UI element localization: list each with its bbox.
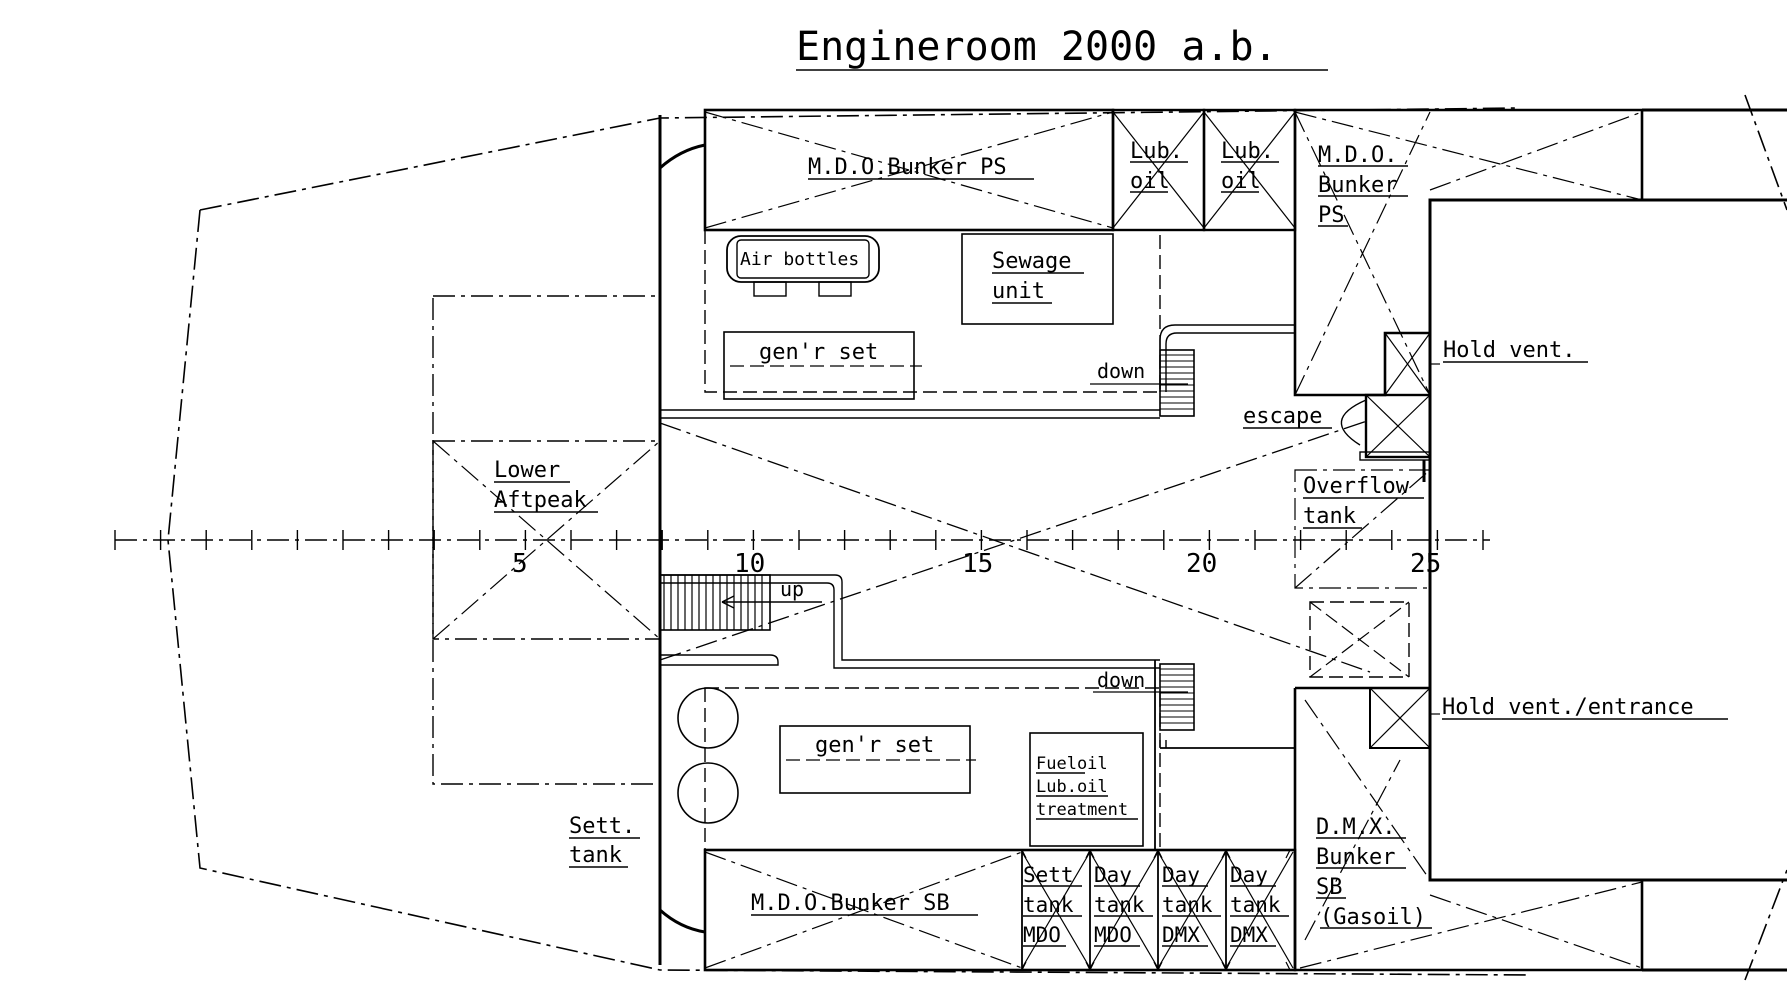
genr-set-sb-label: gen'r set (815, 733, 934, 758)
mdo-bunker-ps-fwd-label-1: M.D.O. (1318, 143, 1397, 168)
air-bottles-label: Air bottles (740, 249, 859, 270)
lub-oil-2-label-2: oil (1221, 169, 1261, 194)
frame-number-20: 20 (1186, 549, 1217, 579)
bulkhead-curve-ps (658, 143, 706, 170)
lub-oil-tanks (1111, 108, 1297, 232)
dmx-bunker-sb (1293, 688, 1644, 972)
escape-label: escape (1243, 404, 1322, 429)
day-tank-dmx-1-label-3: DMX (1162, 923, 1200, 947)
stair-sb (1093, 663, 1195, 748)
dmx-bunker-sb-label-4: (Gasoil) (1320, 905, 1426, 930)
lower-aftpeak-label-2: Aftpeak (494, 488, 587, 513)
day-tank-dmx-2-label-1: Day (1230, 863, 1268, 887)
frame-ticks (114, 530, 1484, 550)
dmx-bunker-sb-label-3: SB (1316, 875, 1343, 900)
frame-number-25: 25 (1410, 549, 1441, 579)
lub-oil-2-label-1: Lub. (1221, 139, 1274, 164)
day-tank-mdo-label-3: MDO (1094, 923, 1132, 947)
dashed-vent-box (1309, 601, 1410, 678)
day-tank-dmx-2-label-3: DMX (1230, 923, 1268, 947)
stair-ps (1090, 324, 1295, 417)
sett-tank-label-2: tank (569, 843, 622, 868)
day-tank-dmx-1-label-1: Day (1162, 863, 1200, 887)
day-tank-mdo-label-1: Day (1094, 863, 1132, 887)
sb-bunker-area (703, 660, 1297, 972)
hold-vent-label: Hold vent. (1443, 338, 1575, 363)
sett-tank-mdo-label-2: tank (1023, 893, 1074, 917)
day-tank-dmx-2-label-2: tank (1230, 893, 1281, 917)
sewage-unit-label-2: unit (992, 279, 1045, 304)
overflow-tank-label-1: Overflow (1303, 474, 1410, 499)
lub-oil-1-label-2: oil (1130, 169, 1170, 194)
hull-outline (167, 94, 1787, 981)
tank-circle-1 (677, 687, 739, 749)
day-tanks (1021, 849, 1294, 971)
hold-vent-ps (1384, 332, 1440, 396)
fueloil-label-2: Lub.oil (1036, 777, 1108, 797)
overflow-tank (1294, 469, 1431, 589)
up-label: up (780, 577, 804, 601)
tank-circle-2 (677, 762, 739, 824)
day-tank-mdo-label-2: tank (1094, 893, 1145, 917)
plan-title: Engineroom 2000 a.b. (796, 24, 1278, 70)
fueloil-label-3: treatment (1036, 800, 1128, 820)
down-ps-label: down (1097, 359, 1145, 383)
hold-vent-entrance-label: Hold vent./entrance (1442, 695, 1694, 720)
overflow-tank-label-2: tank (1303, 504, 1356, 529)
mdo-bunker-ps-fwd-label-2: Bunker (1318, 173, 1397, 198)
mdo-bunker-ps-label: M.D.O.Bunker PS (808, 155, 1007, 180)
fueloil-treatment (1029, 732, 1144, 847)
escape-hatch (1340, 393, 1432, 482)
sewage-unit (961, 233, 1114, 325)
bulkhead-curve-sb (658, 908, 706, 934)
lower-aftpeak-tank (432, 295, 661, 785)
dmx-bunker-sb-label-1: D.M.X. (1316, 815, 1395, 840)
sewage-unit-label-1: Sewage (992, 249, 1071, 274)
lub-oil-1-label-1: Lub. (1130, 139, 1183, 164)
sett-tank-mdo-label-3: MDO (1023, 923, 1061, 947)
mdo-bunker-sb-label: M.D.O.Bunker SB (751, 891, 950, 916)
fueloil-label-1: Fueloil (1036, 754, 1108, 774)
hold-vent-sb (1295, 686, 1440, 749)
stair-up (659, 574, 1160, 669)
sett-tank-label-1: Sett. (569, 814, 635, 839)
down-sb-label: down (1097, 668, 1145, 692)
engine-space-diagonals (659, 419, 1371, 673)
day-tank-dmx-1-label-2: tank (1162, 893, 1213, 917)
air-bottles (726, 235, 880, 297)
lower-aftpeak-label-1: Lower (494, 458, 560, 483)
sett-tank-mdo-label-1: Sett (1023, 863, 1074, 887)
mdo-bunker-ps-fwd-label-3: PS (1318, 203, 1345, 228)
frame-number-15: 15 (962, 549, 993, 579)
frame-number-10: 10 (734, 549, 765, 579)
genr-set-ps-label: gen'r set (759, 340, 878, 365)
dmx-bunker-sb-label-2: Bunker (1316, 845, 1395, 870)
centerline (114, 530, 1490, 550)
